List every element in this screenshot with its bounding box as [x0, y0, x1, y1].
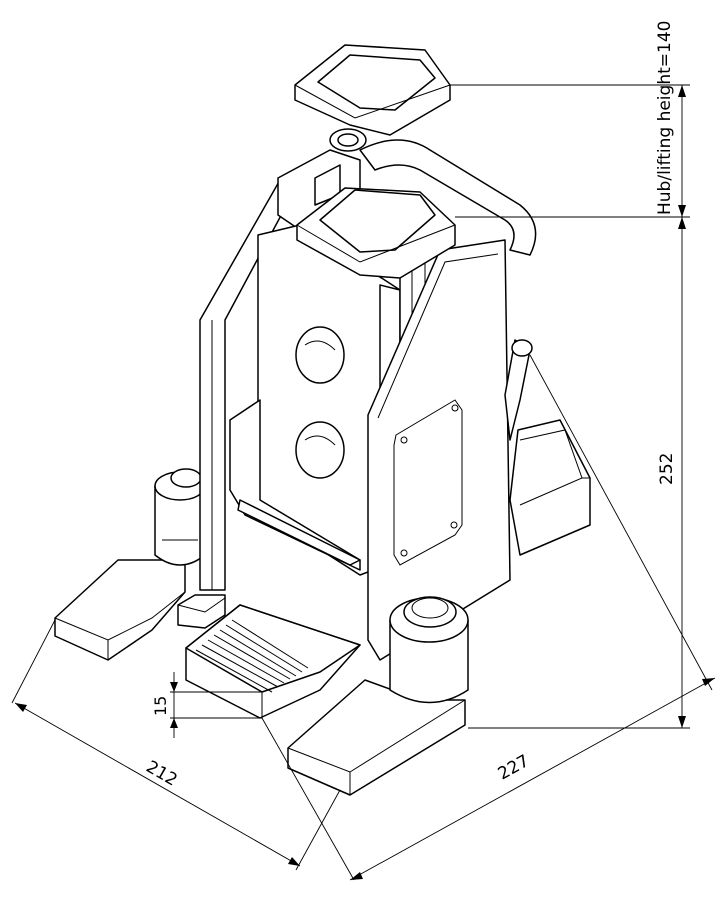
- left-toe-block: [177, 594, 226, 629]
- dim-hub-height: [450, 84, 690, 218]
- lower-saddle: [296, 187, 456, 279]
- right-foot: [287, 679, 466, 796]
- height-252-label: 252: [657, 453, 677, 485]
- grooved-toe: [185, 604, 361, 719]
- hub-height-label: Hub/lifting height=140: [655, 21, 675, 215]
- pump-handle-tube: [329, 128, 537, 256]
- left-foot: [54, 559, 186, 661]
- rear-lifting-toe: [504, 339, 533, 441]
- width-212-label: 212: [143, 757, 181, 791]
- dim-width-212: [11, 619, 341, 871]
- side-window: [393, 399, 463, 566]
- dim-width-227: [261, 354, 716, 881]
- dim-height-252: [468, 217, 690, 729]
- right-roller: [389, 596, 469, 704]
- dim-toe-15: [170, 672, 262, 738]
- lower-hole: [295, 421, 345, 479]
- width-227-label: 227: [495, 751, 533, 784]
- left-roller: [154, 468, 206, 566]
- top-saddle: [294, 44, 451, 136]
- rear-tray: [509, 419, 591, 556]
- upper-hole: [295, 326, 345, 384]
- lower-toe-tray: [229, 399, 361, 571]
- toe-height-label: 15: [151, 696, 170, 716]
